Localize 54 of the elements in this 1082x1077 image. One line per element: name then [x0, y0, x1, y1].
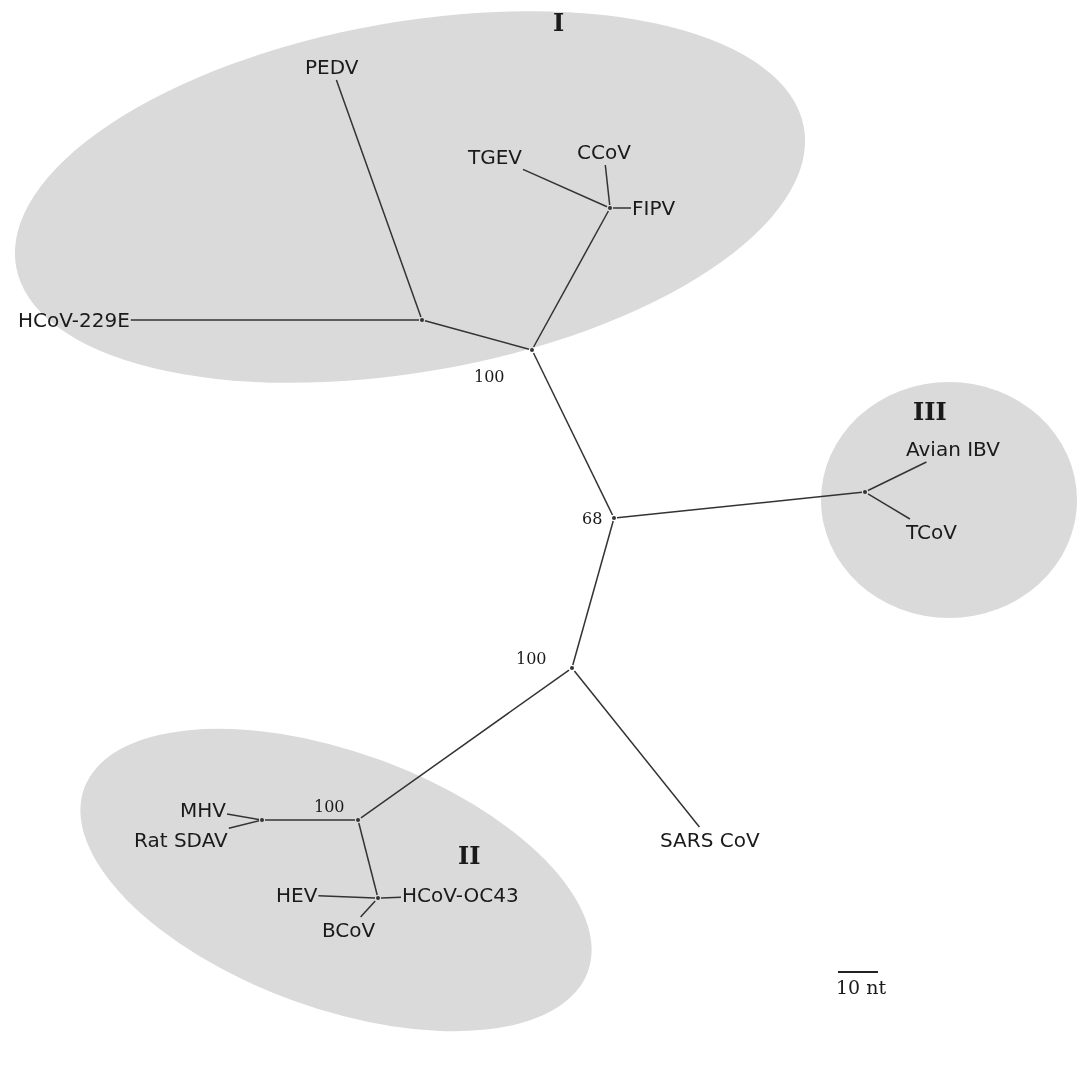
scale-label: 10 nt: [836, 978, 887, 996]
taxon-label: CCoV: [577, 140, 631, 164]
taxon-label: HCoV-OC43: [402, 883, 519, 907]
tree-branch: [616, 491, 863, 519]
clade-label: III: [913, 398, 947, 426]
taxon-label: SARS CoV: [660, 828, 760, 852]
branch-point: [420, 318, 424, 322]
taxon-label: Rat SDAV: [134, 828, 228, 852]
taxon-label: TGEV: [468, 145, 523, 169]
taxon-label: HCoV-229E: [18, 308, 130, 332]
taxon-label: BCoV: [322, 918, 376, 942]
taxon-label: FIPV: [632, 196, 676, 220]
bootstrap-value: 100: [474, 368, 505, 386]
taxon-label: Avian IBV: [906, 437, 1000, 461]
tree-branch: [360, 669, 570, 819]
tree-branch: [424, 320, 530, 350]
clade-ellipse: [15, 11, 805, 383]
clade-label: I: [553, 9, 565, 37]
branch-point: [612, 516, 616, 520]
tree-branch: [335, 79, 422, 318]
clade-ellipse: [820, 380, 1078, 620]
taxon-label: PEDV: [305, 55, 359, 79]
tree-branch: [604, 164, 611, 206]
branch-point: [356, 818, 360, 822]
tree-branch: [226, 813, 260, 821]
tree-branch: [228, 819, 260, 829]
tree-branch: [380, 896, 402, 899]
bootstrap-value: 100: [314, 798, 345, 816]
tree-branch: [867, 493, 911, 520]
taxon-label: HEV: [276, 883, 318, 907]
tree-branch: [573, 670, 701, 828]
branch-point: [376, 896, 380, 900]
bootstrap-value: 100: [516, 650, 547, 668]
tree-branch: [130, 319, 420, 321]
tree-branch: [359, 900, 376, 918]
tree-branch: [532, 210, 610, 348]
taxon-label: MHV: [180, 798, 226, 822]
tree-branch: [867, 461, 928, 492]
tree-branch: [358, 822, 378, 896]
tree-branch: [612, 207, 632, 209]
tree-branch: [522, 168, 608, 208]
tree-branch: [572, 520, 614, 666]
branch-point: [260, 818, 264, 822]
taxon-label: TCoV: [906, 520, 957, 544]
branch-point: [570, 666, 574, 670]
clade-ellipse: [78, 727, 594, 1033]
tree-branch: [264, 819, 356, 821]
bootstrap-value: 68: [582, 510, 603, 528]
branch-point: [530, 348, 534, 352]
tree-branch: [317, 895, 376, 899]
branch-point: [863, 490, 867, 494]
tree-branch: [532, 352, 614, 516]
clade-label: II: [458, 842, 481, 870]
branch-point: [608, 206, 612, 210]
